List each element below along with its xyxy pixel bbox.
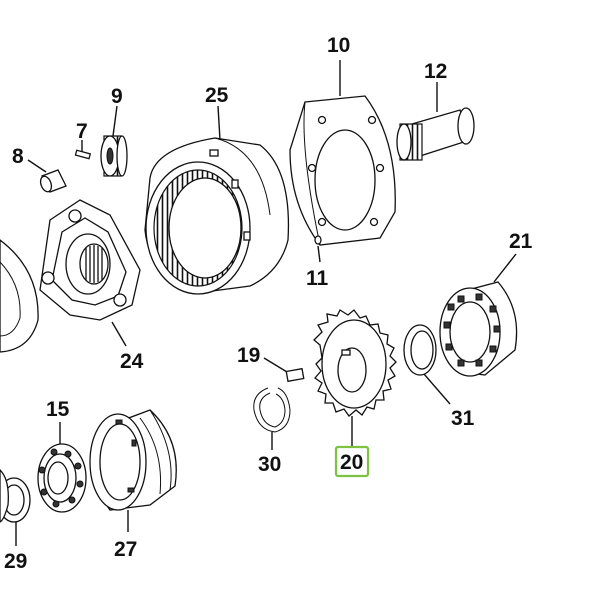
part-small-pin <box>74 149 92 160</box>
leader-lines <box>15 60 517 546</box>
part-gear <box>313 309 397 417</box>
callout-7: 7 <box>76 120 88 143</box>
part-key <box>285 367 305 383</box>
part-sun-shaft <box>396 107 475 161</box>
callout-24: 24 <box>120 350 144 373</box>
callout-10: 10 <box>327 34 350 57</box>
part-flat-plate <box>289 95 396 246</box>
part-planet-carrier <box>39 199 141 321</box>
part-pin <box>39 169 67 193</box>
part-bearing-large <box>439 281 518 377</box>
part-partial-left <box>0 469 9 523</box>
callout-8: 8 <box>12 145 24 168</box>
part-disc-left <box>0 239 39 353</box>
callout-29: 29 <box>4 550 27 573</box>
part-thin-ring <box>403 324 437 376</box>
callout-27: 27 <box>114 538 137 561</box>
callout-21: 21 <box>509 230 533 253</box>
callout-31: 31 <box>451 407 475 430</box>
callout-11: 11 <box>306 267 329 290</box>
callout-30: 30 <box>258 453 281 476</box>
callout-labels: 10 12 25 9 7 8 21 11 24 19 31 15 30 20 2… <box>4 34 533 573</box>
callout-25: 25 <box>205 84 229 107</box>
part-ring-gear <box>144 137 290 295</box>
part-snap-ring <box>253 387 291 433</box>
callout-19: 19 <box>237 344 260 367</box>
highlight-box <box>334 445 370 478</box>
callout-12: 12 <box>424 60 447 83</box>
part-bearing-small <box>37 443 87 513</box>
callout-9: 9 <box>111 85 123 108</box>
part-housing-drum <box>89 409 177 511</box>
part-dowel <box>314 235 322 245</box>
part-planet-gear <box>100 135 128 177</box>
callout-20[interactable]: 20 <box>340 451 363 474</box>
callout-15: 15 <box>46 398 70 421</box>
